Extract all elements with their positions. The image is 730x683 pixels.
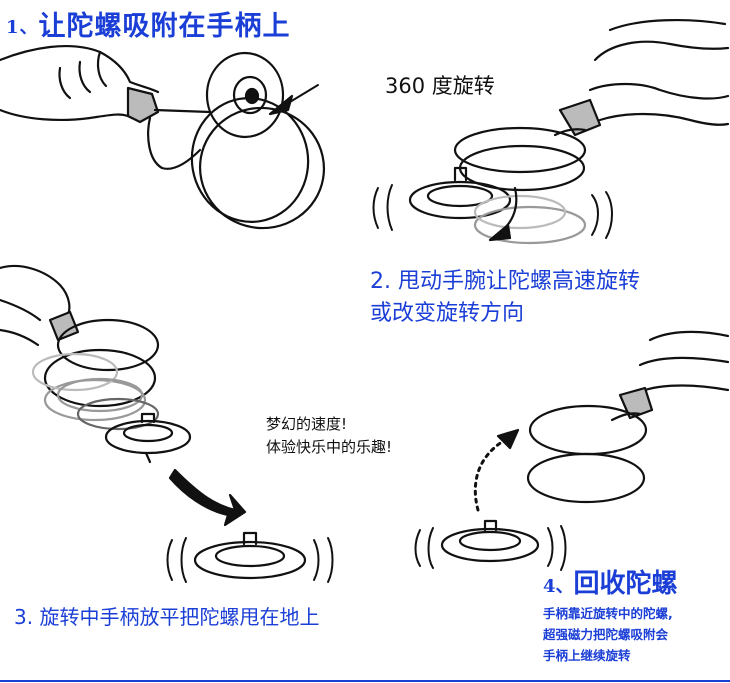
dream-line2: 体验快乐中的乐趣!	[266, 438, 393, 456]
panel1-arrow-icon	[268, 84, 319, 116]
step1-number: 1、	[6, 17, 39, 38]
panel2-spinning-top-icon	[372, 166, 613, 245]
step4-desc-line3: 手柄上继续旋转	[543, 648, 631, 663]
panel3-handle-icon	[43, 318, 160, 422]
panel2-arrow-icon	[488, 186, 518, 242]
step3-caption: 3. 旋转中手柄放平把陀螺甩在地上	[14, 605, 320, 629]
step4-desc-line2: 超强磁力把陀螺吸附会	[543, 627, 669, 642]
panel2-handle-icon	[453, 126, 587, 192]
bottom-divider	[0, 680, 730, 682]
panel3-big-arrow-icon	[168, 468, 247, 527]
step1-title-text: 让陀螺吸附在手柄上	[38, 11, 291, 42]
step4-desc-line1: 手柄靠近旋转中的陀螺,	[543, 606, 673, 621]
step4-number: 4、	[543, 576, 574, 597]
step2-line1: 2. 甩动手腕让陀螺高速旋转	[370, 269, 640, 294]
step4-title: 4、回收陀螺	[543, 563, 678, 600]
panel1-hand-icon	[0, 44, 160, 124]
step2-line2: 或改变旋转方向	[370, 301, 525, 326]
step1-title: 1、让陀螺吸附在手柄上	[6, 4, 291, 43]
panel3-landed-top-icon	[166, 531, 334, 583]
panel4-dotted-arrow-icon	[473, 428, 520, 512]
panel1-top-icon	[205, 51, 285, 139]
panel3-top-trail-icon	[31, 352, 192, 464]
step2-caption: 2. 甩动手腕让陀螺高速旋转 或改变旋转方向	[370, 266, 640, 330]
dream-caption: 梦幻的速度! 体验快乐中的乐趣!	[266, 413, 392, 459]
panel4-hand-icon	[618, 330, 730, 420]
panel4-top-icon	[414, 519, 567, 571]
panel1-handle-icon	[147, 97, 326, 230]
rotate-label: 360 度旋转	[385, 74, 495, 98]
panel3-hand-icon	[0, 264, 80, 347]
panel2-hand-icon	[558, 19, 730, 137]
step4-description: 手柄靠近旋转中的陀螺, 超强磁力把陀螺吸附会 手柄上继续旋转	[543, 603, 673, 666]
dream-line1: 梦幻的速度!	[266, 415, 348, 433]
panel4-handle-icon	[526, 404, 648, 504]
step4-title-text: 回收陀螺	[573, 569, 678, 599]
